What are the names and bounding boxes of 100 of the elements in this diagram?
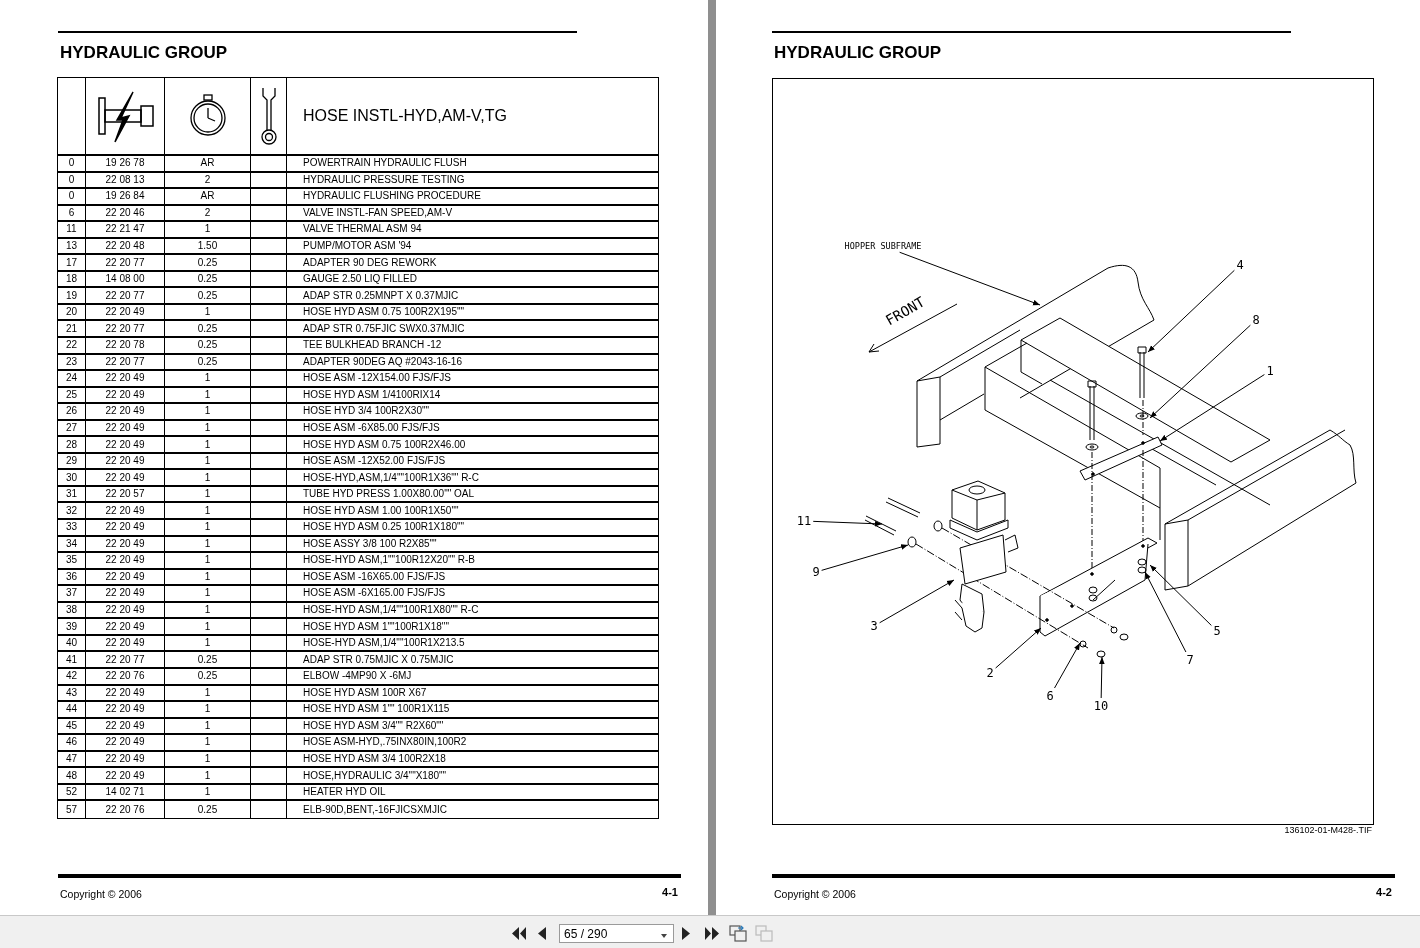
- part-code: 22 20 49: [105, 406, 145, 417]
- quantity: AR: [200, 191, 215, 202]
- page-number-field: 65 / 290: [559, 924, 674, 943]
- part-code: 22 20 77: [105, 356, 145, 367]
- quantity: 1: [204, 307, 211, 318]
- quantity: 1: [204, 538, 211, 549]
- item-number: 57: [65, 804, 78, 815]
- callout-number: 4: [1236, 259, 1244, 271]
- item-number: 24: [65, 373, 78, 384]
- item-number: 18: [65, 274, 78, 285]
- part-code: 14 02 71: [105, 787, 145, 798]
- leader-line: [995, 627, 1042, 669]
- quantity: 0.25: [197, 356, 218, 367]
- page-heading: HYDRAULIC GROUP: [60, 43, 228, 63]
- file-name: 136102-01-M428-.TIF: [1284, 825, 1372, 835]
- part-code: 22 20 78: [105, 340, 145, 351]
- leader-line: [1149, 324, 1251, 419]
- quantity: 1: [204, 787, 211, 798]
- part-description: ELBOW -4MP90 X -6MJ: [303, 671, 412, 682]
- leader-line: [821, 544, 909, 571]
- item-number: 13: [65, 241, 78, 251]
- part-code: 22 20 49: [105, 621, 145, 632]
- page-number: 4-2: [1376, 886, 1392, 898]
- item-number: 28: [65, 439, 78, 450]
- part-description: ADAP STR 0.75MJIC X 0.75MJIC: [303, 654, 454, 665]
- leader-line: [1149, 564, 1212, 626]
- leader-line: [1054, 642, 1081, 689]
- item-number: 35: [65, 555, 78, 566]
- item-number: 0: [68, 158, 75, 169]
- quantity: 1: [204, 522, 211, 533]
- part-description: TUBE HYD PRESS 1.00X80.00"" OAL: [303, 489, 475, 500]
- part-code: 22 20 49: [105, 605, 145, 616]
- page-heading: HYDRAULIC GROUP: [774, 43, 942, 63]
- quantity: 0.25: [197, 257, 218, 268]
- item-number: 45: [65, 720, 78, 731]
- callout-number: 9: [812, 566, 820, 578]
- part-description: GAUGE 2.50 LIQ FILLED: [303, 274, 417, 285]
- part-label: HOPPER SUBFRAME: [844, 241, 922, 251]
- leader-line: [899, 251, 1041, 306]
- part-code: 22 20 49: [105, 555, 145, 566]
- item-number: 32: [65, 505, 78, 516]
- part-code: 22 20 77: [105, 257, 145, 268]
- part-code: 22 20 76: [105, 804, 145, 815]
- callout-number: 7: [1186, 654, 1194, 666]
- quantity: 0.25: [197, 671, 218, 682]
- item-number: 48: [65, 770, 78, 781]
- item-number: 34: [65, 538, 78, 549]
- item-number: 44: [65, 704, 78, 715]
- part-code: 22 08 13: [105, 174, 145, 185]
- quantity: 0.25: [197, 804, 218, 815]
- item-number: 29: [65, 456, 78, 467]
- part-description: HOSE HYD ASM 1""100R1X18"": [303, 621, 449, 632]
- part-code: 22 20 49: [105, 704, 145, 715]
- item-number: 33: [65, 522, 78, 533]
- part-description: ADAP STR 0.75FJIC SWX0.37MJIC: [303, 323, 465, 334]
- item-number: 30: [65, 472, 78, 483]
- part-code: 22 20 76: [105, 671, 145, 682]
- item-number: 25: [65, 389, 78, 400]
- item-number: 46: [65, 737, 78, 748]
- item-number: 43: [65, 687, 78, 698]
- item-number: 39: [65, 621, 78, 632]
- quantity: 0.25: [197, 274, 218, 285]
- item-number: 47: [65, 753, 78, 764]
- callout-number: 6: [1046, 690, 1054, 702]
- quantity: 1: [204, 621, 211, 632]
- part-code: 22 20 49: [105, 522, 145, 533]
- item-number: 37: [65, 588, 78, 599]
- quantity: 1: [204, 704, 211, 715]
- part-description: ADAPTER 90 DEG REWORK: [303, 257, 437, 268]
- leader-line: [879, 579, 955, 624]
- quantity: 1: [204, 605, 211, 616]
- leader-line: [1159, 374, 1265, 442]
- leader-line: [812, 520, 883, 527]
- part-code: 22 20 77: [105, 323, 145, 334]
- part-description: HYDRAULIC PRESSURE TESTING: [303, 174, 465, 185]
- quantity: 1: [204, 588, 211, 599]
- quantity: 0.25: [197, 290, 218, 301]
- quantity: 0.25: [197, 340, 218, 351]
- part-description: HOSE ASM -12X52.00 FJS/FJS: [303, 456, 446, 467]
- part-code: 22 20 49: [105, 588, 145, 599]
- part-description: VALVE INSTL-FAN SPEED,AM-V: [303, 207, 453, 218]
- item-number: 41: [65, 654, 78, 665]
- quantity: 1: [204, 389, 211, 400]
- part-code: 22 20 49: [105, 571, 145, 582]
- callout-number: 8: [1252, 314, 1260, 326]
- item-number: 0: [68, 191, 75, 202]
- part-code: 22 20 49: [105, 720, 145, 731]
- item-number: 40: [65, 638, 78, 649]
- part-code: 22 20 77: [105, 654, 145, 665]
- part-description: POWERTRAIN HYDRAULIC FLUSH: [303, 158, 467, 169]
- part-description: HOSE HYD 3/4 100R2X30"": [303, 406, 430, 417]
- part-description: HOSE ASSY 3/8 100 R2X85"": [303, 538, 437, 549]
- part-description: HOSE HYD ASM 1/4100RIX14: [303, 389, 441, 400]
- part-description: HOSE ASM -16X65.00 FJS/FJS: [303, 571, 446, 582]
- part-description: HOSE-HYD ASM,1""100R12X20"" R-B: [303, 555, 476, 566]
- part-code: 22 20 49: [105, 472, 145, 483]
- part-description: ADAPTER 90DEG AQ #2043-16-16: [303, 356, 462, 367]
- part-description: HOSE ASM -12X154.00 FJS/FJS: [303, 373, 451, 384]
- quantity: 1: [204, 472, 211, 483]
- item-number: 6: [68, 207, 75, 218]
